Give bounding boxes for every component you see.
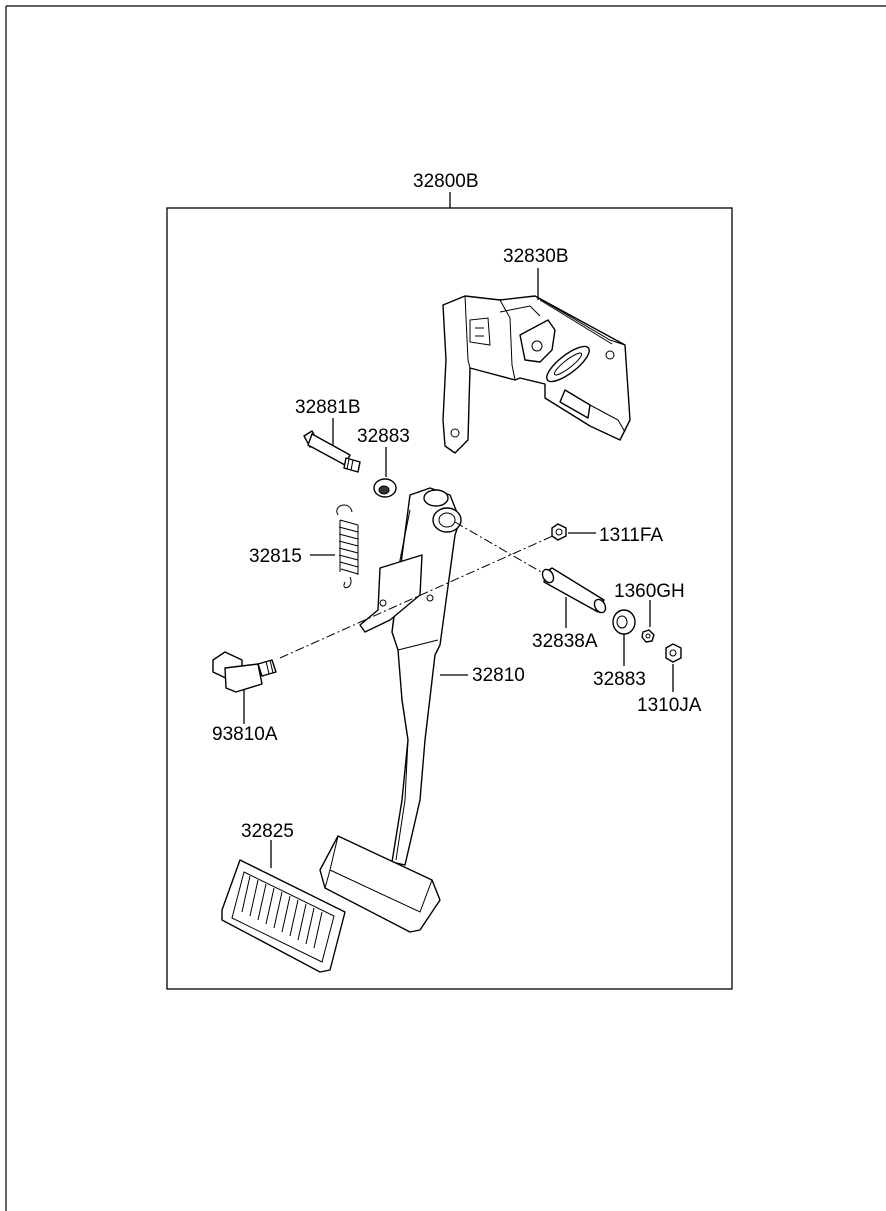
- label-1311fa: 1311FA: [599, 525, 663, 546]
- nut-1311fa: [551, 523, 567, 541]
- axis-line-2: [454, 521, 561, 584]
- stop-lamp-stopper: [212, 651, 277, 693]
- label-32838a: 32838A: [532, 631, 598, 652]
- label-32883-right: 32883: [593, 669, 646, 690]
- return-spring: [336, 504, 359, 589]
- washer-1360gh: [641, 629, 655, 643]
- label-93810a: 93810A: [212, 724, 278, 745]
- label-32810: 32810: [472, 665, 525, 686]
- pedal-pad: [221, 859, 346, 973]
- label-32881b: 32881B: [295, 397, 361, 418]
- pivot-bolt: [303, 430, 361, 473]
- label-32815: 32815: [249, 546, 302, 567]
- label-32830b: 32830B: [503, 246, 569, 267]
- pivot-sleeve: [541, 567, 607, 614]
- label-32800b: 32800B: [413, 171, 479, 192]
- label-32883-left: 32883: [357, 426, 410, 447]
- label-1310ja: 1310JA: [637, 695, 702, 716]
- nut-1310ja: [665, 643, 682, 663]
- axis-line-1: [279, 534, 556, 659]
- brake-pedal-arm: [319, 487, 462, 933]
- label-1360gh: 1360GH: [614, 581, 685, 602]
- bushing-right: [612, 609, 636, 635]
- pedal-bracket: [442, 295, 631, 454]
- bushing-left: [373, 478, 397, 498]
- label-32825: 32825: [241, 821, 294, 842]
